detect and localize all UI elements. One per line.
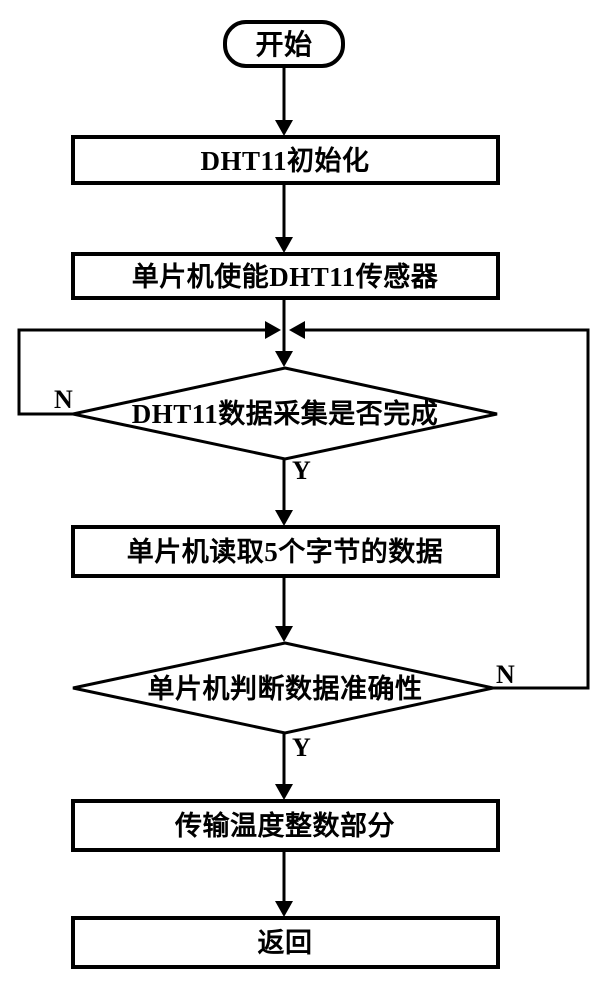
node-mcu-read-5-bytes-label: 单片机读取5个字节的数据	[127, 536, 444, 567]
node-transmit-temperature-integer-label: 传输温度整数部分	[174, 810, 395, 841]
node-start-label: 开始	[255, 29, 312, 61]
connector-start-to-init	[275, 66, 293, 136]
arrow-down-icon	[275, 626, 293, 642]
connector-decision2-yes: Y	[275, 733, 311, 800]
arrow-down-icon	[275, 784, 293, 800]
decision2-yes-label: Y	[292, 733, 311, 762]
arrow-down-icon	[275, 237, 293, 253]
node-mcu-read-5-bytes: 单片机读取5个字节的数据	[71, 525, 500, 578]
connector-decision1-yes: Y	[275, 456, 311, 526]
node-dht11-collection-complete: DHT11数据采集是否完成	[72, 366, 498, 461]
arrow-left-icon	[289, 321, 305, 339]
decision1-yes-label: Y	[292, 456, 311, 485]
connector-decision2-no-loop: N	[289, 321, 590, 690]
node-mcu-judge-accuracy-label: 单片机判断数据准确性	[148, 673, 423, 704]
arrow-down-icon	[275, 120, 293, 136]
node-mcu-judge-accuracy: 单片机判断数据准确性	[72, 641, 494, 735]
decision2-no-label: N	[496, 660, 515, 689]
connector-init-to-enable	[275, 183, 293, 253]
arrow-right-icon	[265, 321, 281, 339]
arrow-down-icon	[275, 351, 293, 367]
node-mcu-enable-dht11: 单片机使能DHT11传感器	[71, 252, 500, 300]
node-dht11-init-label: DHT11初始化	[200, 145, 369, 176]
node-dht11-collection-complete-label: DHT11数据采集是否完成	[132, 398, 439, 429]
node-dht11-init: DHT11初始化	[71, 135, 500, 185]
connector-decision1-no-loop: N	[17, 321, 281, 416]
connector-transmit-to-return	[275, 850, 293, 917]
connector-enable-to-decision1	[275, 298, 293, 367]
node-transmit-temperature-integer: 传输温度整数部分	[71, 799, 500, 852]
decision1-no-label: N	[54, 385, 73, 414]
node-return: 返回	[71, 916, 500, 969]
node-mcu-enable-dht11-label: 单片机使能DHT11传感器	[132, 261, 439, 292]
arrow-down-icon	[275, 901, 293, 917]
connector-read-to-decision2	[275, 576, 293, 642]
arrow-down-icon	[275, 510, 293, 526]
node-return-label: 返回	[258, 928, 313, 958]
node-start: 开始	[223, 20, 345, 68]
